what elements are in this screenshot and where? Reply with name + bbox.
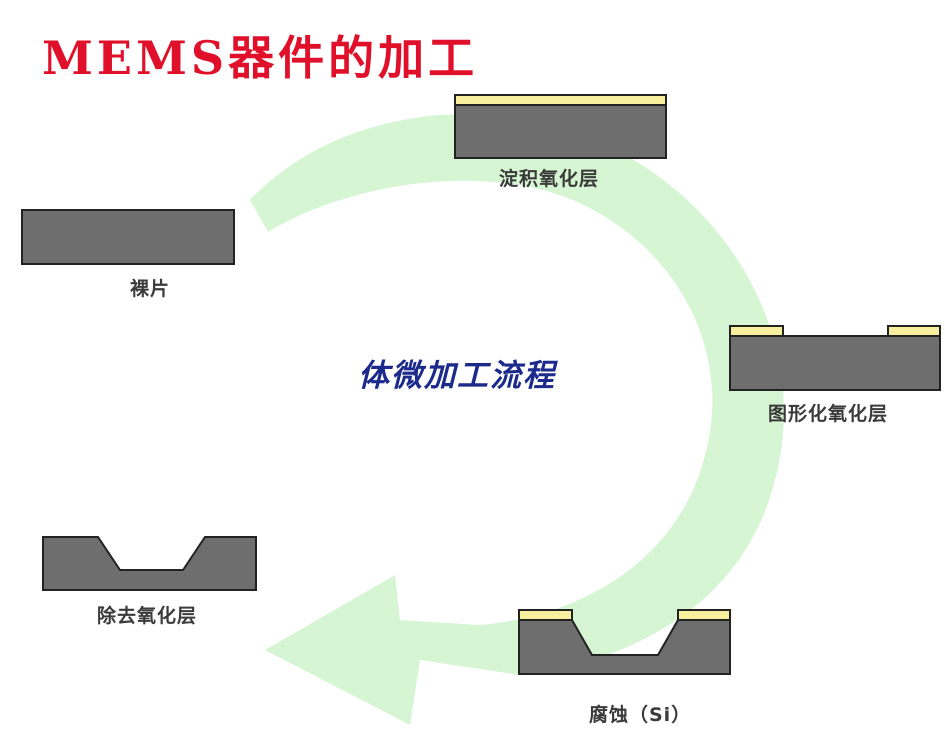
oxide-pad-left: [729, 325, 784, 337]
wafer-etched: [518, 609, 731, 675]
step-label-deposit-oxide: 淀积氧化层: [499, 168, 600, 190]
wafer-oxide-removed: [42, 536, 257, 591]
wafer-bare: [21, 209, 235, 265]
silicon-substrate: [454, 103, 667, 159]
step-label-pattern-oxide: 图形化氧化层: [768, 403, 889, 425]
page-title: MEMS器件的加工: [42, 31, 479, 85]
step-label-remove-oxide: 除去氧化层: [97, 605, 198, 627]
wafer-oxide-deposited: [454, 94, 667, 159]
process-cycle-arrow: [250, 114, 784, 725]
step-label-bare-wafer: 裸片: [130, 278, 171, 300]
silicon-substrate: [729, 335, 941, 391]
oxide-pad-right: [677, 609, 731, 621]
step-label-etch-si: 腐蚀（Si）: [589, 704, 692, 726]
process-flow-label: 体微加工流程: [358, 358, 556, 394]
oxide-pad-right: [887, 325, 941, 337]
oxide-pad-left: [518, 609, 573, 621]
oxide-layer: [454, 94, 667, 106]
wafer-oxide-patterned: [729, 325, 941, 391]
